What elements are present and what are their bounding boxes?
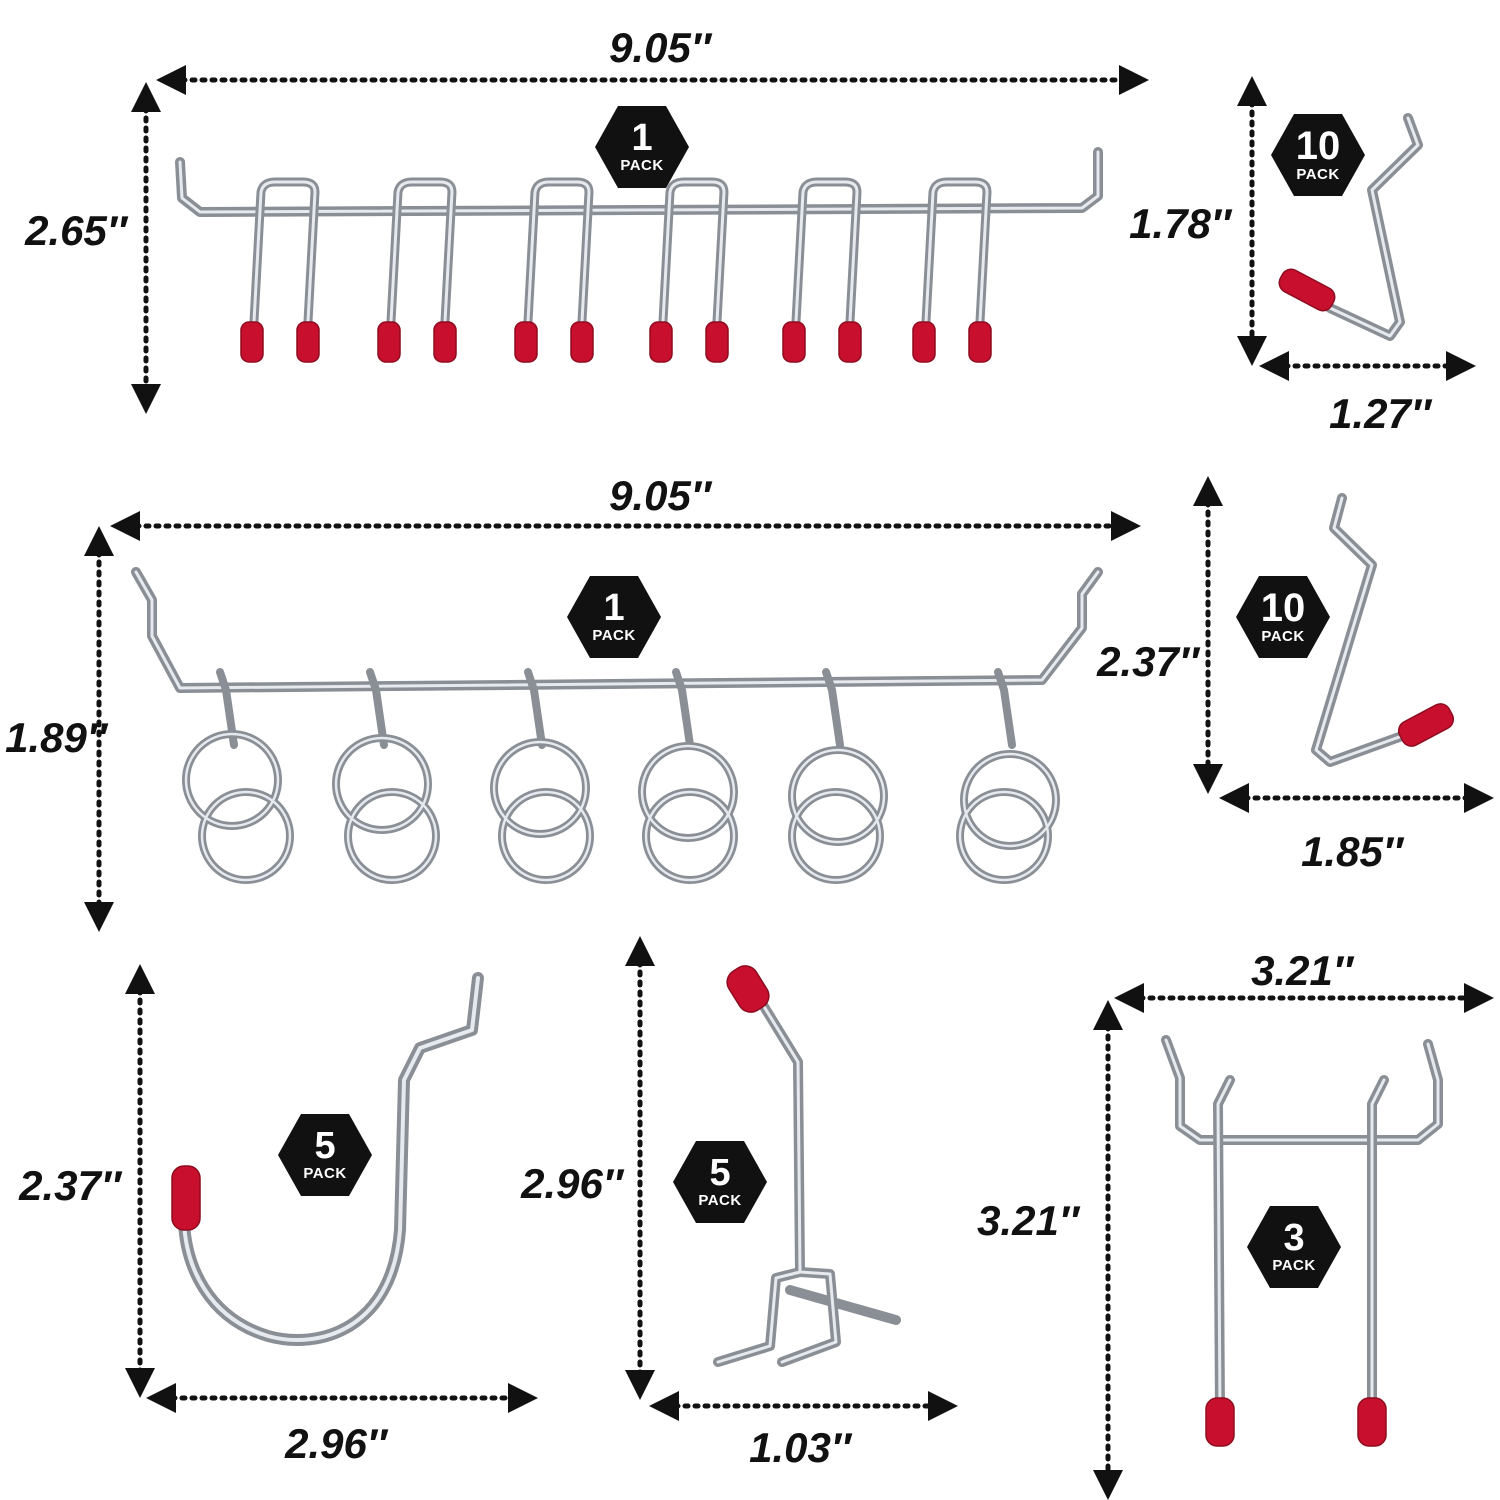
svg-text:10: 10 bbox=[1261, 586, 1306, 630]
width-label: 2.96″ bbox=[284, 1420, 389, 1467]
svg-text:PACK: PACK bbox=[620, 157, 663, 174]
svg-text:PACK: PACK bbox=[1296, 166, 1339, 183]
svg-text:PACK: PACK bbox=[592, 627, 635, 644]
svg-text:PACK: PACK bbox=[1261, 628, 1304, 645]
pack-badge: 5 PACK bbox=[278, 1114, 372, 1196]
height-label: 1.89″ bbox=[5, 714, 109, 761]
width-label: 9.05″ bbox=[609, 472, 713, 519]
stand-hook: 2.96″ 1.03″ 5 PACK bbox=[520, 936, 958, 1471]
loop-hook-rack: 9.05″ 1.89″ 1 PACK bbox=[5, 472, 1141, 932]
single-hook-angled: 2.37″ 1.85″ 10 PACK bbox=[1096, 476, 1494, 875]
width-label: 3.21″ bbox=[1251, 947, 1355, 994]
width-label: 1.27″ bbox=[1329, 390, 1433, 437]
svg-text:10: 10 bbox=[1296, 124, 1341, 168]
single-hook-small-image bbox=[1278, 113, 1423, 341]
height-label: 2.65″ bbox=[24, 207, 129, 254]
stand-hook-image bbox=[713, 965, 901, 1367]
pack-badge: 10 PACK bbox=[1236, 576, 1330, 658]
height-label: 2.37″ bbox=[1096, 638, 1201, 685]
svg-text:PACK: PACK bbox=[303, 1165, 346, 1182]
single-hook-angled-image bbox=[1311, 493, 1455, 767]
width-label: 1.85″ bbox=[1301, 828, 1405, 875]
pack-badge: 10 PACK bbox=[1271, 114, 1365, 196]
svg-text:3: 3 bbox=[1283, 1217, 1304, 1259]
loop-hook-rack-image bbox=[131, 567, 1103, 884]
pack-badge: 1 PACK bbox=[595, 106, 689, 188]
pack-badge: 5 PACK bbox=[673, 1141, 767, 1223]
height-label: 1.78″ bbox=[1129, 200, 1233, 247]
svg-text:1: 1 bbox=[603, 587, 624, 629]
j-hook-image bbox=[171, 972, 484, 1346]
pack-badge: 3 PACK bbox=[1247, 1206, 1341, 1288]
j-hook: 2.37″ 2.96″ 5 PACK bbox=[18, 964, 538, 1467]
height-label: 3.21″ bbox=[977, 1197, 1081, 1244]
single-hook-small: 1.78″ 1.27″ 10 PACK bbox=[1129, 76, 1476, 437]
pack-badge: 1 PACK bbox=[567, 576, 661, 658]
svg-text:1: 1 bbox=[631, 117, 652, 159]
double-prong-hook: 3.21″ 3.21″ 3 PACK bbox=[977, 947, 1494, 1500]
svg-text:PACK: PACK bbox=[698, 1192, 741, 1209]
height-label: 2.37″ bbox=[18, 1162, 123, 1209]
svg-text:5: 5 bbox=[709, 1152, 730, 1194]
width-label: 1.03″ bbox=[749, 1424, 853, 1471]
double-prong-hook-image bbox=[1161, 1035, 1443, 1447]
svg-text:PACK: PACK bbox=[1272, 1257, 1315, 1274]
tip-hook-rack: 9.05″ 2.65″ 1 PACK bbox=[24, 24, 1149, 414]
height-label: 2.96″ bbox=[520, 1160, 625, 1207]
tip-hook-rack-image bbox=[175, 147, 1103, 363]
svg-text:5: 5 bbox=[314, 1125, 335, 1167]
width-label: 9.05″ bbox=[609, 24, 713, 71]
